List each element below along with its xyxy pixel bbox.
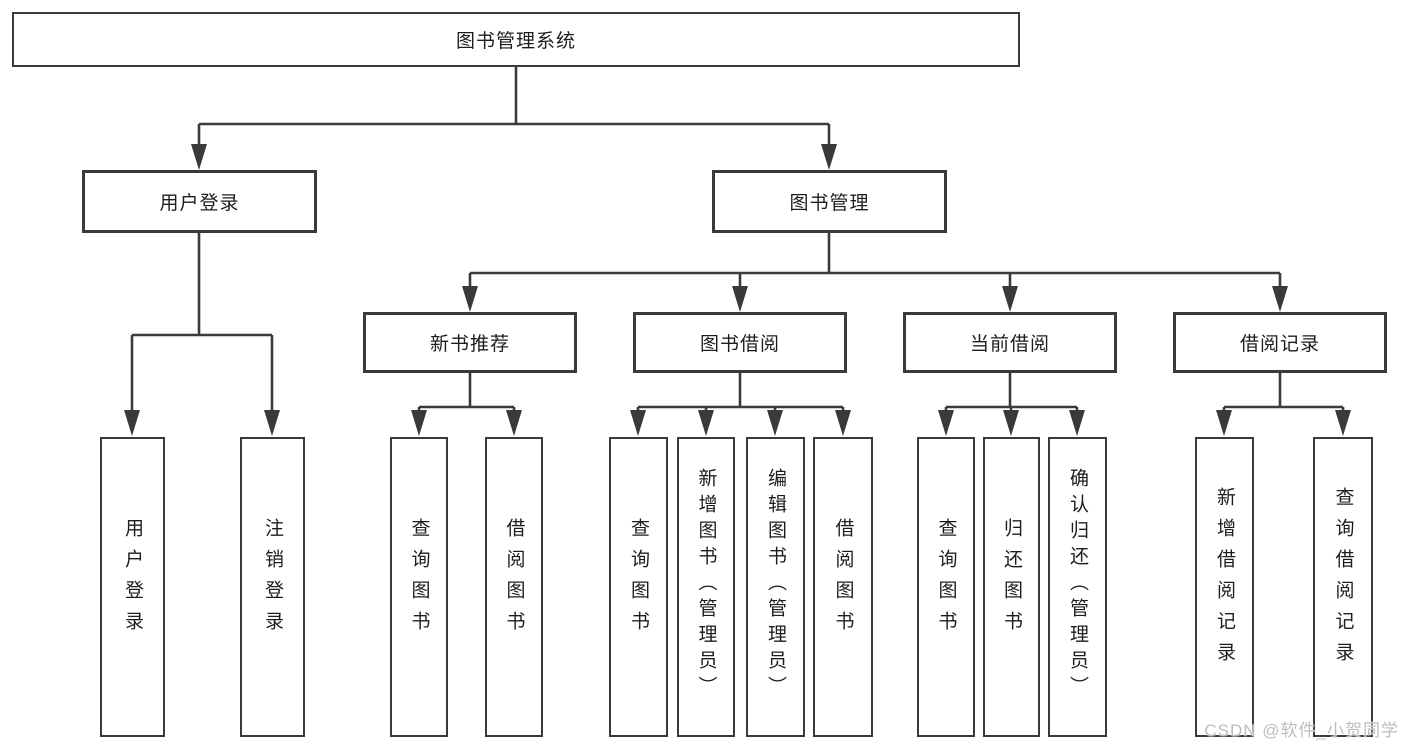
arrow-down-icon bbox=[821, 144, 837, 170]
node-confirm-return-admin: 确认归还（管理员） bbox=[1048, 437, 1107, 737]
node-borrow-books-recommend: 借阅图书 bbox=[485, 437, 543, 737]
arrowheads bbox=[124, 144, 1351, 436]
node-add-books-admin: 新增图书（管理员） bbox=[677, 437, 735, 737]
arrow-down-icon bbox=[1272, 286, 1288, 312]
arrow-down-icon bbox=[506, 410, 522, 436]
node-logout-leaf: 注销登录 bbox=[240, 437, 305, 737]
node-book-management-branch: 图书管理 bbox=[712, 170, 947, 233]
node-query-borrow-record: 查询借阅记录 bbox=[1313, 437, 1373, 737]
arrow-down-icon bbox=[732, 286, 748, 312]
csdn-watermark: CSDN @软件_小贺同学 bbox=[1204, 721, 1399, 740]
arrow-down-icon bbox=[1216, 410, 1232, 436]
arrow-down-icon bbox=[767, 410, 783, 436]
node-return-books: 归还图书 bbox=[983, 437, 1040, 737]
node-query-books-recommend: 查询图书 bbox=[390, 437, 448, 737]
arrow-down-icon bbox=[264, 410, 280, 436]
arrow-down-icon bbox=[1003, 410, 1019, 436]
arrow-down-icon bbox=[191, 144, 207, 170]
node-user-login-leaf: 用户登录 bbox=[100, 437, 165, 737]
node-borrowing-records: 借阅记录 bbox=[1173, 312, 1387, 373]
arrow-down-icon bbox=[1335, 410, 1351, 436]
node-user-login-branch: 用户登录 bbox=[82, 170, 317, 233]
arrow-down-icon bbox=[1002, 286, 1018, 312]
arrow-down-icon bbox=[411, 410, 427, 436]
node-library-management-system: 图书管理系统 bbox=[12, 12, 1020, 67]
arrow-down-icon bbox=[938, 410, 954, 436]
node-add-borrow-record: 新增借阅记录 bbox=[1195, 437, 1254, 737]
node-query-books-borrowing: 查询图书 bbox=[609, 437, 668, 737]
node-new-book-recommendation: 新书推荐 bbox=[363, 312, 577, 373]
arrow-down-icon bbox=[1069, 410, 1085, 436]
node-edit-books-admin: 编辑图书（管理员） bbox=[746, 437, 805, 737]
arrow-down-icon bbox=[124, 410, 140, 436]
node-borrow-books-borrowing: 借阅图书 bbox=[813, 437, 873, 737]
node-query-books-current: 查询图书 bbox=[917, 437, 975, 737]
arrow-down-icon bbox=[462, 286, 478, 312]
node-book-borrowing: 图书借阅 bbox=[633, 312, 847, 373]
arrow-down-icon bbox=[630, 410, 646, 436]
arrow-down-icon bbox=[835, 410, 851, 436]
node-current-borrowing: 当前借阅 bbox=[903, 312, 1117, 373]
arrow-down-icon bbox=[698, 410, 714, 436]
